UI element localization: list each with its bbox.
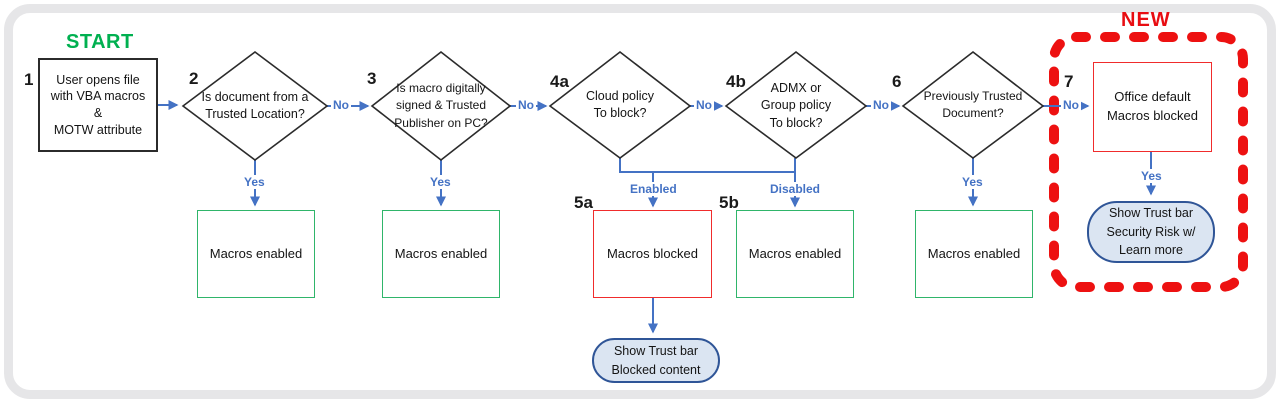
edge-label-no-4b: No: [871, 98, 891, 113]
step-number-4b: 4b: [726, 72, 746, 91]
start-label: START: [66, 31, 134, 53]
decision-shapes: [183, 52, 1043, 160]
edge-label-enabled: Enabled: [628, 182, 679, 197]
edge-label-no-3: No: [516, 98, 536, 113]
node-trustbar-blocked-content: Show Trust bar Blocked content: [592, 338, 720, 383]
node-trustbar-security-risk: Show Trust bar Security Risk w/ Learn mo…: [1087, 201, 1215, 263]
new-label: NEW: [1121, 9, 1171, 31]
edge-label-yes-7: Yes: [1139, 169, 1164, 184]
new-highlight-outline: [1049, 32, 1248, 292]
decision-trusted-location-shape: [183, 52, 327, 160]
decision-cloud-policy-shape: [550, 52, 690, 158]
edge-label-no-4a: No: [694, 98, 714, 113]
step-number-6: 6: [892, 72, 902, 91]
step-number-1: 1: [24, 70, 34, 89]
node-macros-enabled-after-6: Macros enabled: [915, 210, 1033, 298]
edge-label-no-6: No: [1061, 98, 1081, 113]
decision-group-policy-shape: [726, 52, 866, 158]
step-number-4a: 4a: [550, 72, 569, 91]
step-number-5b: 5b: [719, 193, 739, 212]
step-number-7: 7: [1064, 72, 1074, 91]
edge-label-yes-3: Yes: [428, 175, 453, 190]
step-number-2: 2: [189, 69, 199, 88]
node-macros-enabled-5b: Macros enabled: [736, 210, 854, 298]
edge-label-yes-6: Yes: [960, 175, 985, 190]
node-macros-enabled-after-2: Macros enabled: [197, 210, 315, 298]
edge-label-disabled: Disabled: [768, 182, 823, 197]
decision-cloud-policy: Cloud policy To block?: [585, 88, 655, 121]
node-office-default-blocked: Office default Macros blocked: [1093, 62, 1212, 152]
edge-label-yes-2: Yes: [242, 175, 267, 190]
node-start-box: User opens file with VBA macros & MOTW a…: [38, 58, 158, 152]
edge-label-no-2: No: [331, 98, 351, 113]
decision-digitally-signed: Is macro digitally signed & Trusted Publ…: [394, 80, 488, 130]
decision-previously-trusted-shape: [903, 52, 1043, 158]
decision-trusted-location: Is document from a Trusted Location?: [201, 89, 309, 122]
decision-previously-trusted: Previously Trusted Document?: [923, 88, 1023, 120]
node-macros-blocked-5a: Macros blocked: [593, 210, 712, 298]
step-number-3: 3: [367, 69, 377, 88]
decision-group-policy: ADMX or Group policy To block?: [760, 80, 832, 130]
decision-digitally-signed-shape: [372, 52, 510, 160]
node-macros-enabled-after-3: Macros enabled: [382, 210, 500, 298]
edge-policy-connector: [620, 158, 795, 172]
step-number-5a: 5a: [574, 193, 593, 212]
